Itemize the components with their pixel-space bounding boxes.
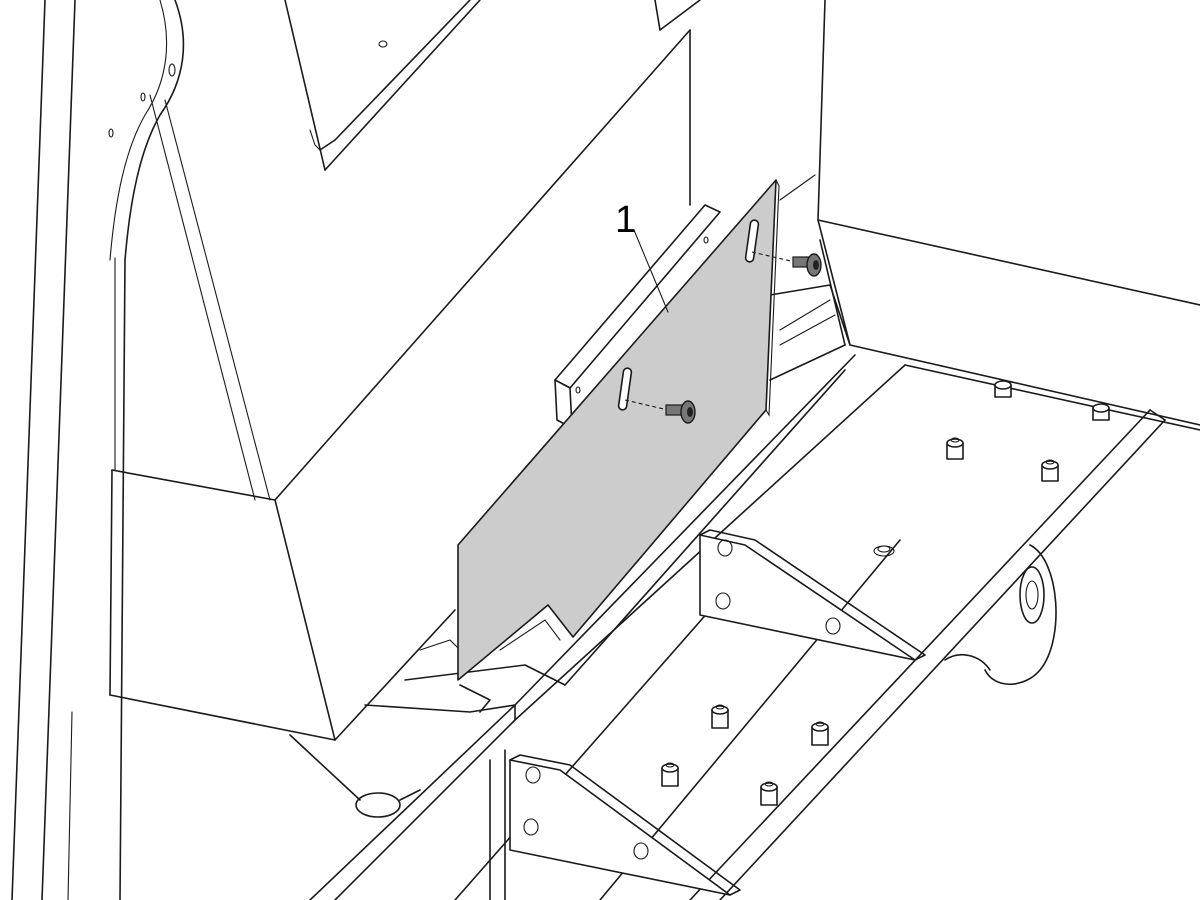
slot	[617, 367, 633, 411]
main-housing	[109, 29, 691, 741]
roller	[289, 734, 421, 818]
guide-strip	[554, 204, 721, 429]
mounting-plate-studs	[661, 380, 1110, 806]
stud	[1041, 459, 1059, 482]
conveyor-trough	[364, 284, 851, 713]
cover-plate	[457, 179, 780, 681]
stud	[994, 380, 1012, 398]
upper-hopper	[284, 0, 701, 171]
wheel	[944, 544, 1057, 685]
leader-line	[633, 229, 669, 313]
stud	[760, 781, 778, 806]
stud	[661, 762, 679, 787]
stud	[811, 721, 829, 746]
screw-lower	[624, 399, 696, 424]
lower-gusset-bracket	[509, 754, 741, 896]
callout-label: 1	[615, 199, 636, 241]
slot	[744, 219, 760, 263]
stud	[1092, 403, 1110, 421]
stud	[946, 437, 964, 460]
stud	[711, 704, 729, 729]
left-upright-column	[11, 0, 185, 900]
right-cabinet	[779, 0, 1200, 426]
side-rails	[309, 354, 1200, 900]
callout-1: 1	[615, 199, 669, 313]
screw-upper	[751, 251, 822, 277]
upper-gusset-bracket	[699, 529, 926, 661]
